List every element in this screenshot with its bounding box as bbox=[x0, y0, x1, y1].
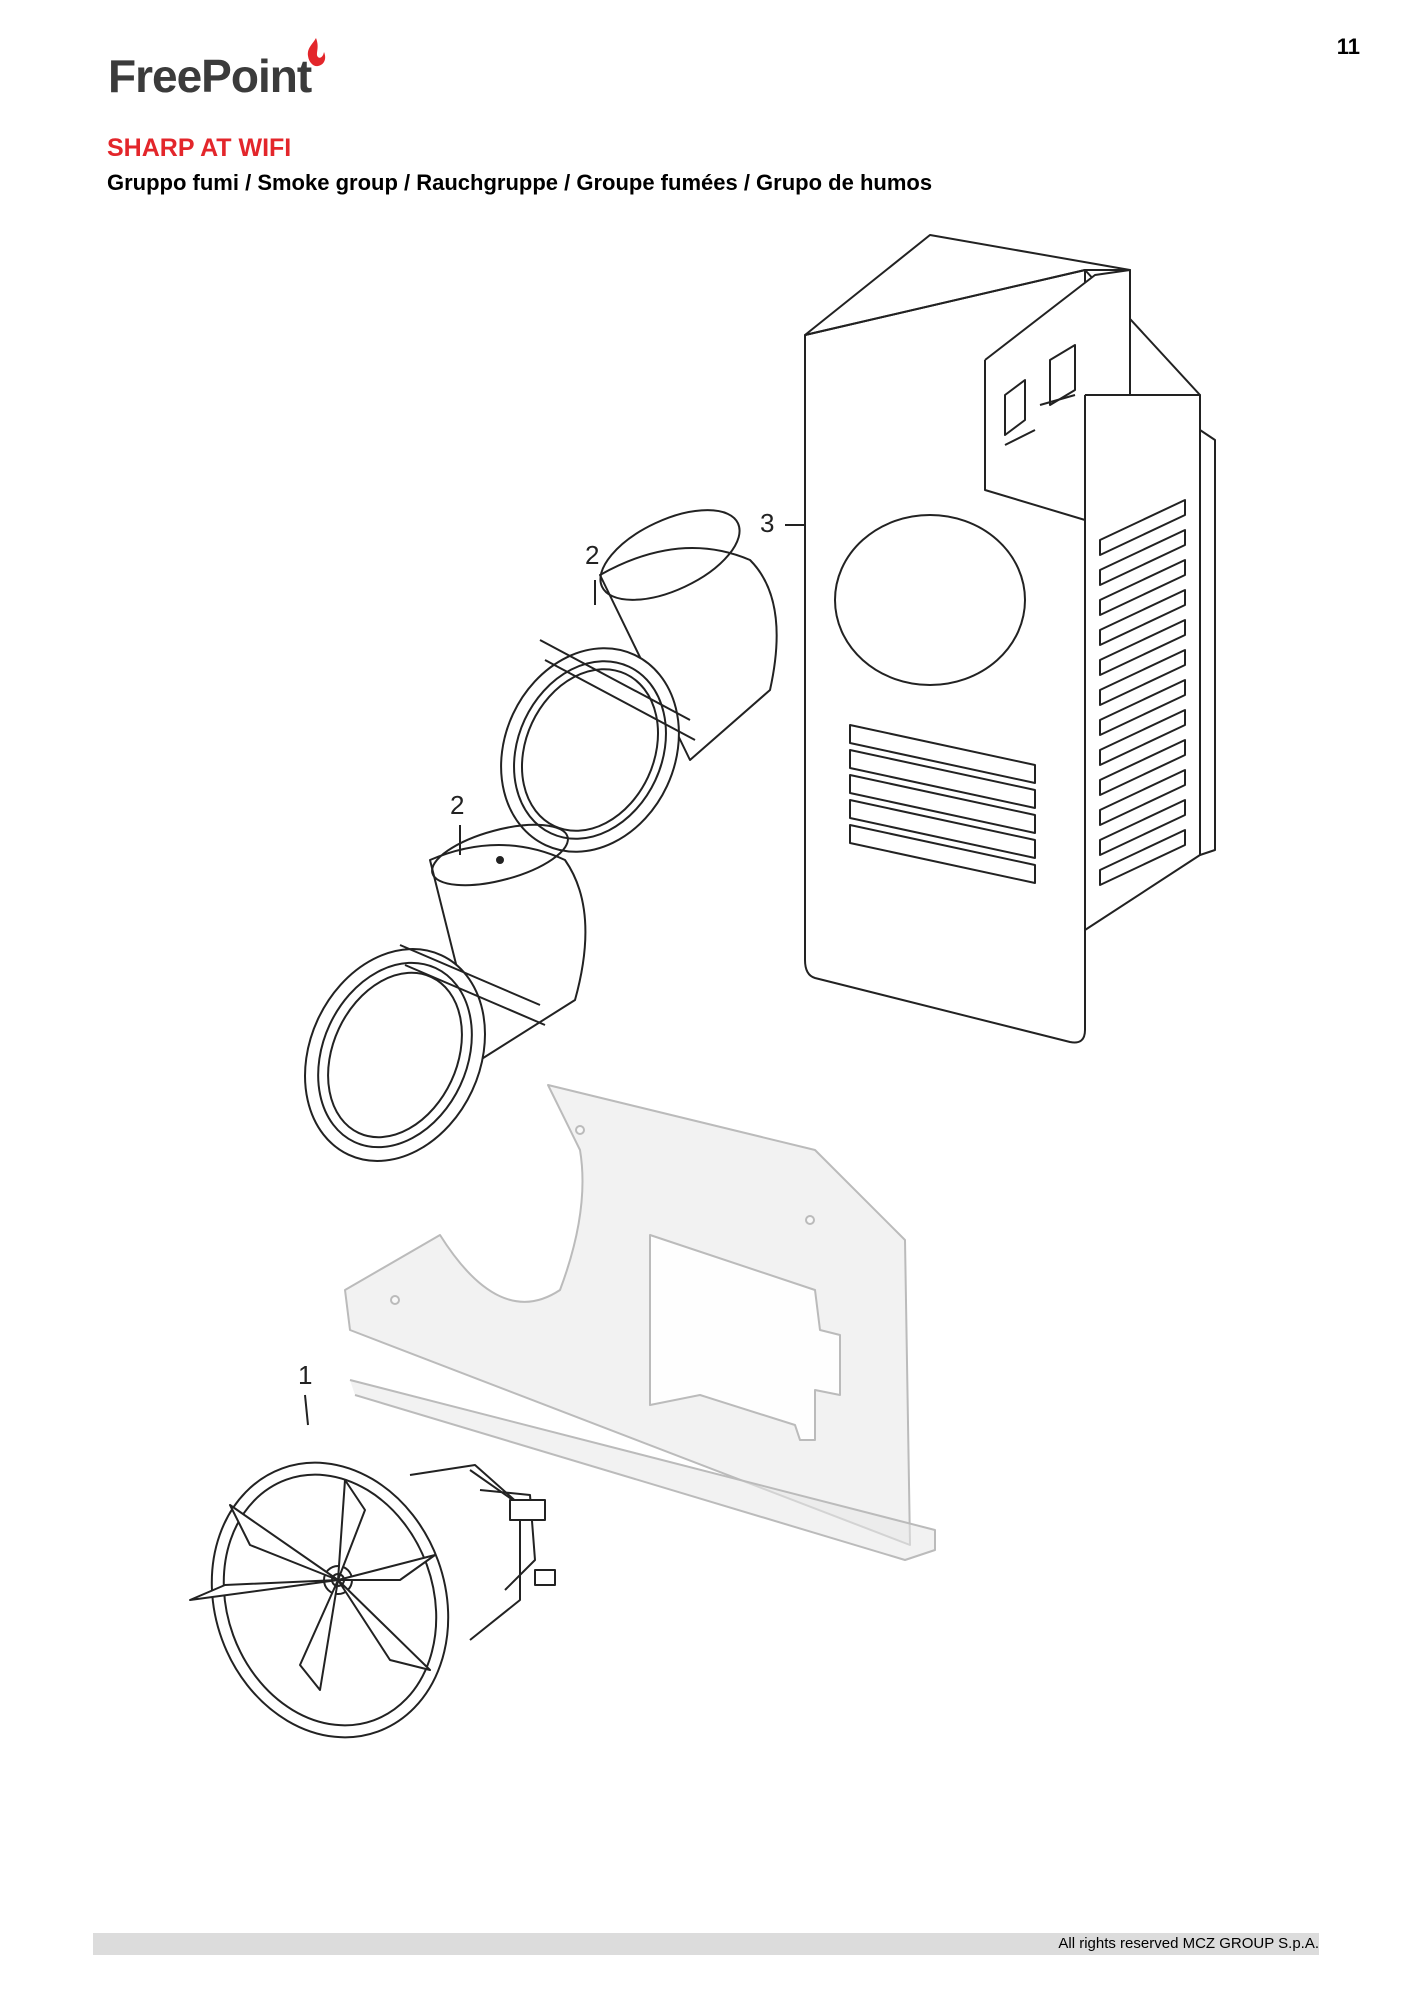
part-label-3: 3 bbox=[760, 508, 775, 538]
page-title: SHARP AT WIFI bbox=[107, 134, 292, 162]
part-label-2-upper: 2 bbox=[585, 540, 600, 570]
smoke-pipe-coupling-upper bbox=[500, 509, 778, 853]
flame-icon bbox=[307, 38, 326, 67]
brand-name: FreePoint bbox=[108, 50, 312, 102]
part-label-2-lower: 2 bbox=[450, 790, 465, 820]
page-number: 11 bbox=[1336, 34, 1360, 59]
brand-logo: FreePoint bbox=[108, 38, 326, 106]
smoke-housing-box bbox=[804, 234, 1216, 1044]
mounting-plate-ghost bbox=[344, 1084, 936, 1561]
part-label-1: 1 bbox=[298, 1360, 313, 1390]
footer-copyright: All rights reserved MCZ GROUP S.p.A. bbox=[1058, 1935, 1319, 1952]
footer-bar bbox=[93, 1933, 1319, 1955]
page-subtitle: Gruppo fumi / Smoke group / Rauchgruppe … bbox=[107, 170, 933, 195]
smoke-fan-blower bbox=[189, 1461, 556, 1739]
smoke-pipe-coupling-lower bbox=[304, 823, 587, 1162]
